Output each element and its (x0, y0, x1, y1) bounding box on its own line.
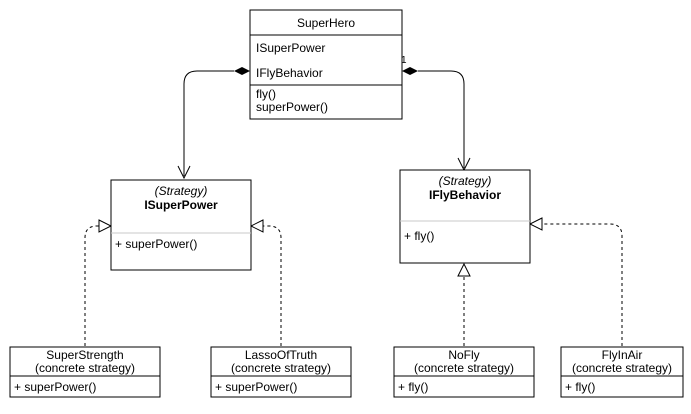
composition-flybehavior (402, 67, 471, 172)
lassooftruth-method: + superPower() (215, 380, 297, 394)
superhero-box (249, 9, 403, 120)
flyinair-name: FlyInAir (602, 348, 643, 362)
iflybehavior-box (399, 169, 531, 264)
triangle-lassooftruth (249, 219, 264, 233)
flyinair-box (560, 346, 684, 398)
iflybehavior-name: IFlyBehavior (429, 188, 501, 202)
nofly-method: + fly() (398, 380, 428, 394)
composition-superpower (177, 67, 250, 180)
triangle-nofly (457, 262, 471, 277)
isuperpower-method: + superPower() (115, 237, 197, 251)
dashed-line-flyinair (542, 223, 623, 346)
flyinair-method: + fly() (565, 380, 595, 394)
class-nofly: NoFly (concrete strategy) + fly() (393, 346, 535, 398)
interface-isuperpower: (Strategy) ISuperPower + superPower() (110, 179, 252, 271)
multiplicity-right: 1 (401, 55, 407, 66)
lassooftruth-kind: (concrete strategy) (231, 361, 331, 375)
superstrength-box (9, 346, 161, 398)
realization-lassooftruth (249, 219, 282, 346)
superstrength-name: SuperStrength (46, 348, 123, 362)
lassooftruth-box (210, 346, 352, 398)
isuperpower-name: ISuperPower (144, 198, 218, 212)
composition-line-left (183, 70, 234, 176)
composition-line-right (418, 70, 465, 168)
triangle-flyinair (528, 217, 543, 231)
superhero-attr-superpower: ISuperPower (256, 41, 325, 55)
nofly-kind: (concrete strategy) (414, 361, 514, 375)
superstrength-kind: (concrete strategy) (35, 361, 135, 375)
superhero-method-fly: fly() (256, 87, 276, 101)
class-flyinair: FlyInAir (concrete strategy) + fly() (560, 346, 684, 398)
realization-superstrength (84, 219, 113, 346)
class-lassooftruth: LassoOfTruth (concrete strategy) + super… (210, 346, 352, 398)
isuperpower-stereotype: (Strategy) (155, 184, 208, 198)
isuperpower-box (110, 179, 252, 271)
interface-iflybehavior: (Strategy) IFlyBehavior + fly() (399, 169, 531, 264)
superhero-name: SuperHero (297, 16, 355, 30)
realization-nofly (457, 262, 471, 346)
superhero-attr-flybehavior: IFlyBehavior (256, 66, 323, 80)
iflybehavior-method: + fly() (404, 229, 434, 243)
realization-flyinair (528, 217, 623, 346)
composition-diamond-right (402, 67, 418, 75)
class-superhero: SuperHero ISuperPower IFlyBehavior fly()… (249, 9, 403, 120)
flyinair-kind: (concrete strategy) (572, 361, 672, 375)
superhero-method-superpower: superPower() (256, 100, 328, 114)
dashed-line-superstrength (84, 225, 99, 346)
superstrength-method: + superPower() (14, 380, 96, 394)
dashed-line-lassooftruth (263, 225, 282, 346)
arrowhead-superpower (177, 165, 191, 180)
iflybehavior-stereotype: (Strategy) (439, 174, 492, 188)
nofly-box (393, 346, 535, 398)
triangle-superstrength (98, 219, 113, 233)
nofly-name: NoFly (448, 348, 479, 362)
class-superstrength: SuperStrength (concrete strategy) + supe… (9, 346, 161, 398)
lassooftruth-name: LassoOfTruth (245, 348, 317, 362)
composition-diamond-left (234, 67, 250, 75)
